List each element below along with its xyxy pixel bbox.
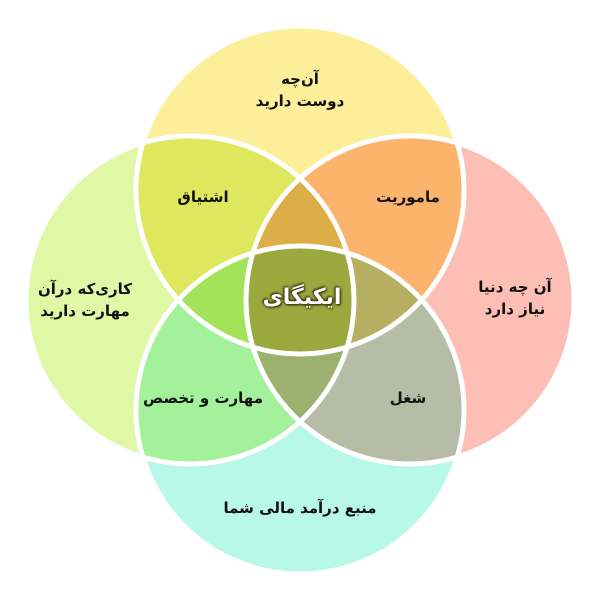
label-mission: ماموریت <box>376 186 440 208</box>
outline-right <box>243 133 577 467</box>
label-line: ایکیگای <box>262 285 342 310</box>
label-line: کاری‌که درآن <box>37 280 133 298</box>
region-left-lens <box>136 246 354 354</box>
label-paid-for: منبع درآمد مالی شما <box>223 497 376 519</box>
region-bottom-lens <box>246 246 354 464</box>
outline-top <box>133 23 467 357</box>
region-top-lens <box>246 136 354 354</box>
outline-bottom <box>133 243 467 577</box>
label-line: آن‌چه <box>281 70 319 88</box>
label-vocation: شغل <box>390 387 427 409</box>
label-ikigai-center: ایکیگای <box>263 287 342 309</box>
label-line: مهارت دارید <box>40 302 130 320</box>
label-line: نیاز دارد <box>484 300 546 318</box>
label-passion: اشتیاق <box>177 186 228 208</box>
region-right-lens <box>246 246 464 354</box>
label-what-you-love: آن‌چه دوست دارید <box>256 68 345 112</box>
label-profession: مهارت و تخصص <box>143 387 263 409</box>
label-line: دوست دارید <box>255 92 345 110</box>
label-line: آن چه دنیا <box>478 278 552 296</box>
label-what-you-are-good-at: کاری‌که درآن مهارت دارید <box>38 278 132 322</box>
label-line: منبع درآمد مالی شما <box>223 499 377 517</box>
label-line: ماموریت <box>376 188 440 206</box>
label-line: شغل <box>389 389 427 407</box>
outline-left <box>23 133 357 467</box>
label-line: مهارت و تخصص <box>143 389 263 407</box>
label-line: اشتیاق <box>177 188 229 206</box>
label-what-world-needs: آن چه دنیا نیاز دارد <box>478 276 551 320</box>
